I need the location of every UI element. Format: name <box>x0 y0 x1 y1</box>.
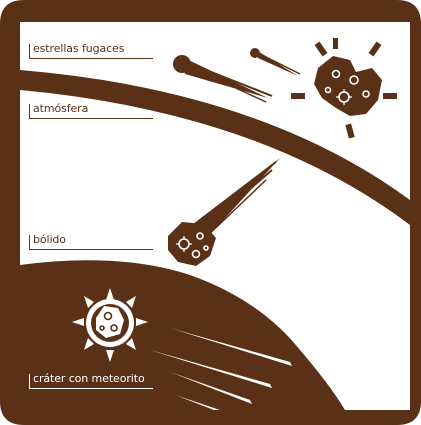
label-shooting-stars: estrellas fugaces <box>33 42 125 55</box>
ground-streaks <box>150 328 292 410</box>
label-underline-shooting-stars <box>29 44 153 59</box>
atmosphere-band <box>20 70 410 225</box>
fireball-icon <box>168 158 280 266</box>
label-underline-crater <box>29 374 153 389</box>
label-fireball: bólido <box>33 233 66 246</box>
label-underline-fireball <box>29 235 153 250</box>
label-crater: cráter con meteorito <box>33 372 145 385</box>
meteor-icon <box>173 55 273 103</box>
label-atmosphere: atmósfera <box>33 102 89 115</box>
ground <box>20 260 345 410</box>
crater-icon <box>72 288 148 362</box>
meteor-fragments-icon <box>291 38 397 139</box>
small-meteor-icon <box>250 48 301 76</box>
label-underline-atmosphere <box>29 104 153 119</box>
